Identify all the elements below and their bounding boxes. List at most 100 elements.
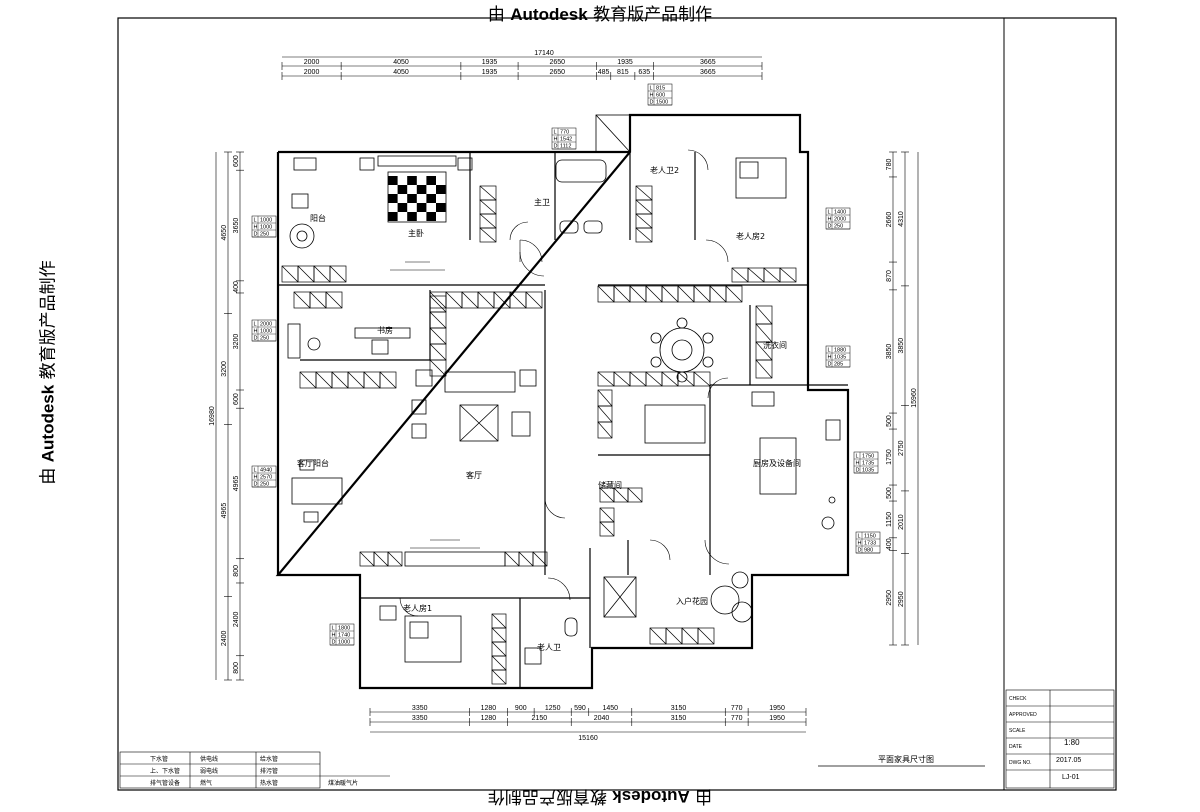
dim-top-row2-label: 1935 xyxy=(482,69,498,76)
cabinet-diagonal xyxy=(635,185,653,201)
elevation-tag-prefix: D xyxy=(828,362,832,368)
garden-plants xyxy=(710,585,740,615)
dim-bottom-row1-label: 1250 xyxy=(545,705,561,712)
cabinet-diagonal xyxy=(697,627,715,645)
elevation-tag-prefix: D xyxy=(554,144,558,150)
cabinet-diagonal xyxy=(747,267,765,283)
elevation-tag-value: 1035 xyxy=(862,468,874,474)
walls xyxy=(275,113,850,690)
bedspread-cell xyxy=(407,212,417,221)
cabinet-diagonal xyxy=(491,655,507,671)
cabinet-unit xyxy=(635,227,653,243)
elevation-tag-value: 1735 xyxy=(862,461,874,467)
elder1-bed xyxy=(404,615,462,663)
title-block-number: LJ-01 xyxy=(1062,774,1080,781)
elevation-tag-prefix: H xyxy=(856,461,860,467)
legend-entry: 弱电线 xyxy=(200,767,218,775)
room-label-kitchen: 厨房及设备间 xyxy=(753,458,801,468)
dim-right-col2-label: 2010 xyxy=(898,514,905,530)
cabinet-diagonal xyxy=(479,227,497,243)
legend-entry: 给水管 xyxy=(260,755,278,763)
dim-left-col1-label: 600 xyxy=(233,155,240,167)
bedspread-pattern xyxy=(388,176,446,221)
legend-labels: 下水管供电线给水管上、下水管弱电线排污管排气管设备燃气热水管煤油暖气片 xyxy=(150,755,358,787)
elevation-tag-value: 250 xyxy=(260,482,269,488)
cabinet-diagonal xyxy=(599,487,615,503)
cabinet-unit xyxy=(627,487,643,503)
dim-right-col1-label: 400 xyxy=(886,538,893,550)
legend-entry: 下水管 xyxy=(150,755,168,763)
dim-top-row1-label: 1935 xyxy=(482,59,498,66)
elevation-tag-value: 600 xyxy=(656,93,665,99)
dim-bottom-row1-label: 1950 xyxy=(769,705,785,712)
cabinet-diagonal xyxy=(613,285,631,303)
elevation-tag-prefix: L xyxy=(254,218,257,224)
dim-left-col1-label: 800 xyxy=(233,662,240,674)
cabinet-diagonal xyxy=(379,371,397,389)
cabinet-diagonal xyxy=(429,359,447,377)
dim-top-row2-label: 2650 xyxy=(549,69,565,76)
watermark-bottom: 由 Autodesk 教育版产品制作 xyxy=(487,786,713,806)
dim-top-row1-label: 3665 xyxy=(700,59,716,66)
cabinet-diagonal xyxy=(429,327,447,345)
elevation-tag-value: 2570 xyxy=(260,475,272,481)
dim-top-row2-label: 4050 xyxy=(393,69,409,76)
legend-entry: 排气管设备 xyxy=(150,779,180,787)
dim-right-col2-label: 2950 xyxy=(898,591,905,607)
cabinet-diagonal xyxy=(373,551,389,567)
cabinet-diagonal xyxy=(681,627,699,645)
cabinet-diagonal xyxy=(331,371,349,389)
sofa xyxy=(444,371,516,393)
cabinet-diagonal xyxy=(725,285,743,303)
cabinet-diagonal xyxy=(597,405,613,423)
cabinet-unit xyxy=(325,291,343,309)
dim-top-total-label: 17140 xyxy=(534,50,554,57)
cabinet-diagonal xyxy=(429,343,447,361)
elevation-tag-value: 815 xyxy=(656,86,665,92)
dim-bottom-row2-label: 770 xyxy=(731,715,743,722)
bedspread-cell xyxy=(426,194,436,203)
dim-bottom-row2-label: 2040 xyxy=(594,715,610,722)
cabinet-diagonal xyxy=(504,551,520,567)
cabinet-unit xyxy=(525,291,543,309)
cabinet-diagonal xyxy=(635,199,653,215)
cabinet-diagonal xyxy=(525,291,543,309)
dim-left-col1-label: 4965 xyxy=(233,476,240,492)
title-block-date: 2017.05 xyxy=(1056,757,1081,764)
cabinet-diagonal xyxy=(518,551,534,567)
cabinet-diagonal xyxy=(661,285,679,303)
cabinet-diagonal xyxy=(613,487,629,503)
cabinet-diagonal xyxy=(709,285,727,303)
cabinet-diagonal xyxy=(635,227,653,243)
dim-left-col1-label: 600 xyxy=(233,393,240,405)
elevation-tag-value: 980 xyxy=(864,548,873,554)
cabinet-diagonal xyxy=(509,291,527,309)
tv-cabinet xyxy=(404,551,506,567)
cabinet-diagonal xyxy=(363,371,381,389)
cabinet-diagonal xyxy=(613,371,631,387)
dim-right-total-label: 15960 xyxy=(911,388,918,408)
bathtub xyxy=(555,159,607,183)
cabinet-diagonal xyxy=(329,265,347,283)
dim-right-col2-label: 3850 xyxy=(898,338,905,354)
cabinet-unit xyxy=(429,359,447,377)
bedspread-cell xyxy=(407,194,417,203)
dim-right-col1-label: 870 xyxy=(886,270,893,282)
elevation-tag-prefix: H xyxy=(858,541,862,547)
dim-left-col2-label: 4965 xyxy=(221,503,228,519)
elevation-tag-prefix: D xyxy=(254,482,258,488)
cabinet-diagonal xyxy=(281,265,299,283)
elevation-tag-value: 250 xyxy=(834,224,843,230)
bedspread-cell xyxy=(388,194,398,203)
cabinet-diagonal xyxy=(731,267,749,283)
elevation-tag-value: 1150 xyxy=(864,534,876,540)
dim-bottom-row1-label: 1280 xyxy=(481,705,497,712)
cabinet-diagonal xyxy=(359,551,375,567)
legend-entry: 燃气 xyxy=(200,779,212,787)
elevation-tag-prefix: L xyxy=(254,322,257,328)
room-label-master-bath: 主卫 xyxy=(534,197,550,207)
cabinet-diagonal xyxy=(629,285,647,303)
